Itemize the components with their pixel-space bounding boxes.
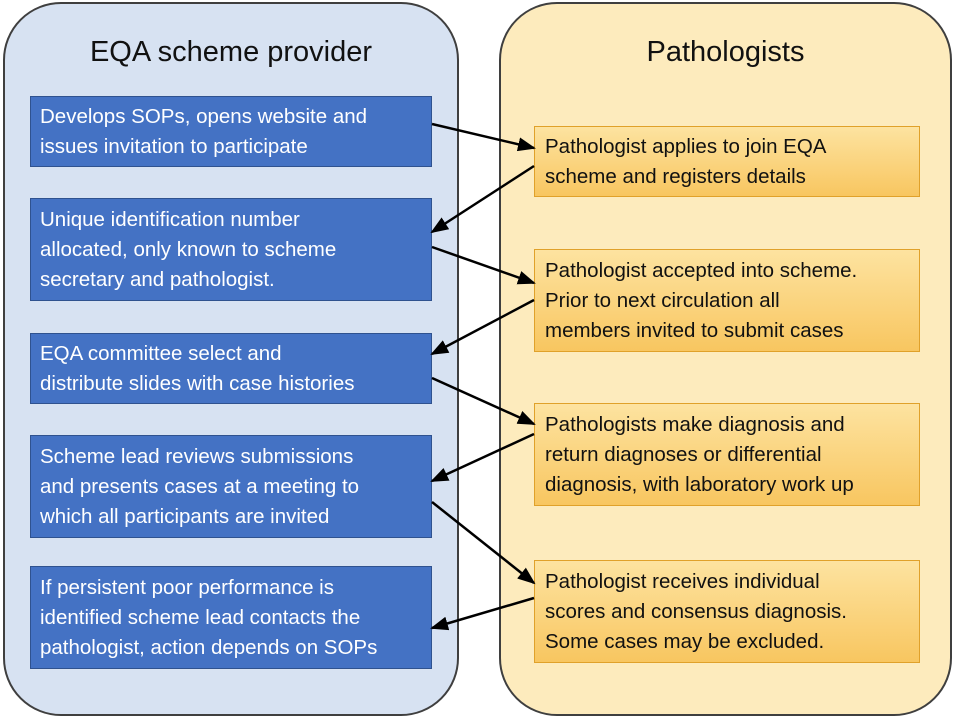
step-text-line: pathologist, action depends on SOPs: [40, 635, 378, 659]
step-text-line: distribute slides with case histories: [40, 371, 355, 395]
step-text-line: and presents cases at a meeting to: [40, 474, 360, 498]
provider-step-id-allocated: Unique identification number allocated, …: [30, 198, 432, 301]
step-text-line: identified scheme lead contacts the: [40, 605, 361, 629]
step-text-line: allocated, only known to scheme: [40, 237, 337, 261]
arrow-scores-to-poor-performance: [430, 596, 535, 631]
step-text-line: scheme and registers details: [545, 164, 806, 188]
pathologist-step-receive-scores: Pathologist receives individual scores a…: [534, 560, 920, 663]
arrow-apply-to-id: [430, 164, 535, 234]
provider-lane-title: EQA scheme provider: [89, 36, 373, 68]
arrow-id-to-accepted: [431, 245, 536, 285]
step-text-line: issues invitation to participate: [40, 134, 308, 158]
step-text-line: Scheme lead reviews submissions: [40, 444, 354, 468]
step-text-line: which all participants are invited: [40, 504, 330, 528]
step-text-line: scores and consensus diagnosis.: [545, 599, 847, 623]
step-text-line: Develops SOPs, opens website and: [40, 104, 368, 128]
pathologists-lane-title: Pathologists: [646, 36, 805, 68]
arrow-accepted-to-distribute: [430, 298, 535, 356]
arrow-distribute-to-diagnose: [431, 376, 536, 426]
step-text-line: diagnosis, with laboratory work up: [545, 472, 854, 496]
step-text-line: Some cases may be excluded.: [545, 629, 825, 653]
arrow-invite-to-apply: [431, 122, 536, 152]
step-text-line: EQA committee select and: [40, 341, 282, 365]
step-text-line: Pathologist accepted into scheme.: [545, 258, 858, 282]
provider-step-distribute-slides: EQA committee select and distribute slid…: [30, 333, 432, 404]
arrow-diagnose-to-review: [430, 432, 535, 483]
step-text-line: Unique identification number: [40, 207, 300, 231]
arrow-review-to-scores: [431, 501, 536, 585]
pathologist-step-diagnose: Pathologists make diagnosis and return d…: [534, 403, 920, 506]
step-text-line: Pathologists make diagnosis and: [545, 412, 845, 436]
provider-step-poor-performance: If persistent poor performance is identi…: [30, 566, 432, 669]
step-text-line: If persistent poor performance is: [40, 575, 334, 599]
pathologist-step-accepted: Pathologist accepted into scheme. Prior …: [534, 249, 920, 352]
provider-step-invite: Develops SOPs, opens website and issues …: [30, 96, 432, 167]
step-text-line: Prior to next circulation all: [545, 288, 780, 312]
step-text-line: Pathologist receives individual: [545, 569, 820, 593]
pathologist-step-apply: Pathologist applies to join EQA scheme a…: [534, 126, 920, 197]
step-text-line: return diagnoses or differential: [545, 442, 822, 466]
provider-step-review-submissions: Scheme lead reviews submissions and pres…: [30, 435, 432, 538]
step-text-line: members invited to submit cases: [545, 318, 844, 342]
step-text-line: Pathologist applies to join EQA: [545, 134, 827, 158]
step-text-line: secretary and pathologist.: [40, 267, 275, 291]
